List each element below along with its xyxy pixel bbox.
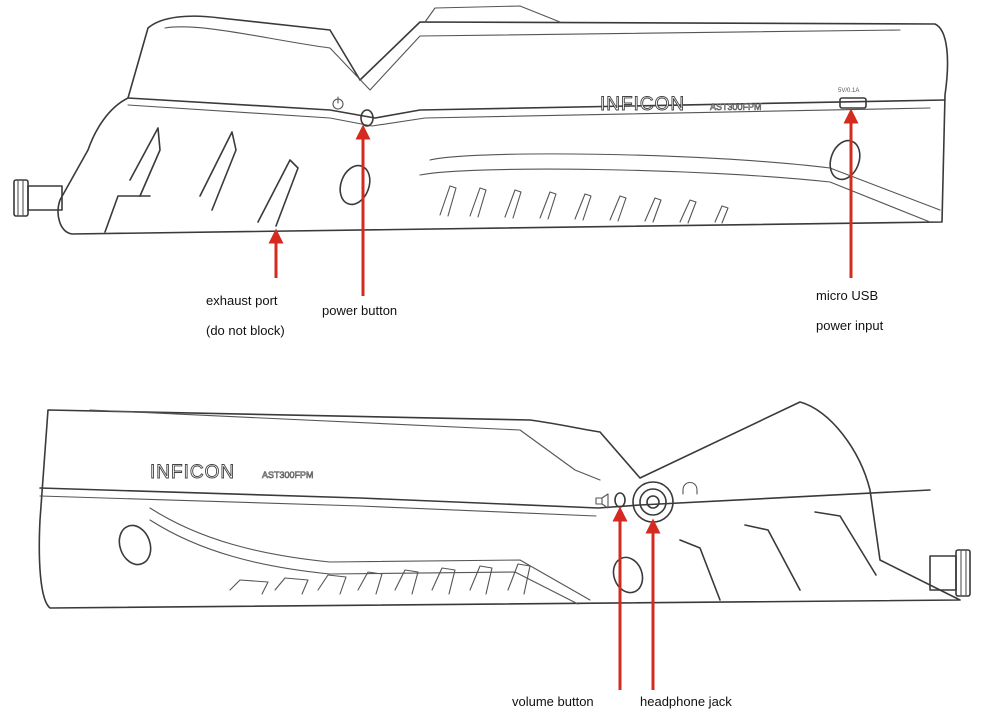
exhaust-port-label: exhaust port (do not block) — [206, 293, 285, 339]
bottom-left-hole — [118, 524, 152, 566]
bottom-device-top-panel — [89, 409, 601, 481]
volume-icon — [595, 493, 609, 509]
top-micro-usb-port — [839, 97, 867, 109]
bottom-device-parting-line — [39, 487, 931, 509]
micro-usb-label-line1: micro USB — [816, 288, 879, 303]
top-exhaust-fins — [104, 127, 299, 233]
top-device-ridge — [164, 26, 901, 91]
micro-usb-label: micro USB power input — [816, 288, 883, 334]
bottom-vent-slots — [229, 563, 531, 595]
bottom-device-lower-band-2 — [149, 519, 579, 605]
bottom-right-hole — [612, 556, 644, 594]
bottom-right-fins — [679, 511, 877, 601]
bottom-volume-button — [614, 492, 626, 508]
top-model-text: AST300FPM — [710, 102, 762, 112]
bottom-right-connector — [929, 549, 971, 597]
top-device-lower-band-2 — [419, 168, 931, 223]
top-device-body — [57, 15, 949, 235]
top-brand-logo: INFICON — [600, 94, 685, 115]
top-left-hole — [339, 164, 371, 206]
headphone-icon — [682, 481, 698, 495]
bottom-device-lower-band — [149, 507, 591, 601]
top-device-parting-line-2 — [127, 104, 931, 127]
power-icon — [332, 96, 344, 110]
exhaust-port-label-line1: exhaust port — [206, 293, 278, 308]
volume-button-label: volume button — [512, 694, 594, 709]
top-vent-slots — [439, 185, 729, 224]
bottom-device-body — [38, 401, 961, 609]
bottom-headphone-jack — [632, 481, 674, 523]
top-right-hole — [829, 139, 861, 181]
power-button-label: power button — [322, 303, 398, 318]
bottom-model-text: AST300FPM — [262, 470, 314, 480]
exhaust-port-label-line2: (do not block) — [206, 323, 285, 338]
top-device-lower-band — [429, 153, 941, 211]
top-device-parting-line — [127, 97, 946, 119]
top-device-drawing: INFICON AST300FPM 5V/0.1A — [13, 5, 949, 235]
headphone-jack-label: headphone jack — [640, 694, 732, 709]
top-device-tab — [424, 5, 561, 23]
bottom-brand-logo: INFICON — [150, 462, 235, 483]
bottom-device-drawing: INFICON AST300FPM — [38, 401, 971, 609]
bottom-device-parting-line-2 — [39, 495, 597, 517]
top-left-connector — [13, 179, 63, 217]
micro-usb-label-line2: power input — [816, 318, 884, 333]
top-usb-marking: 5V/0.1A — [838, 88, 859, 94]
